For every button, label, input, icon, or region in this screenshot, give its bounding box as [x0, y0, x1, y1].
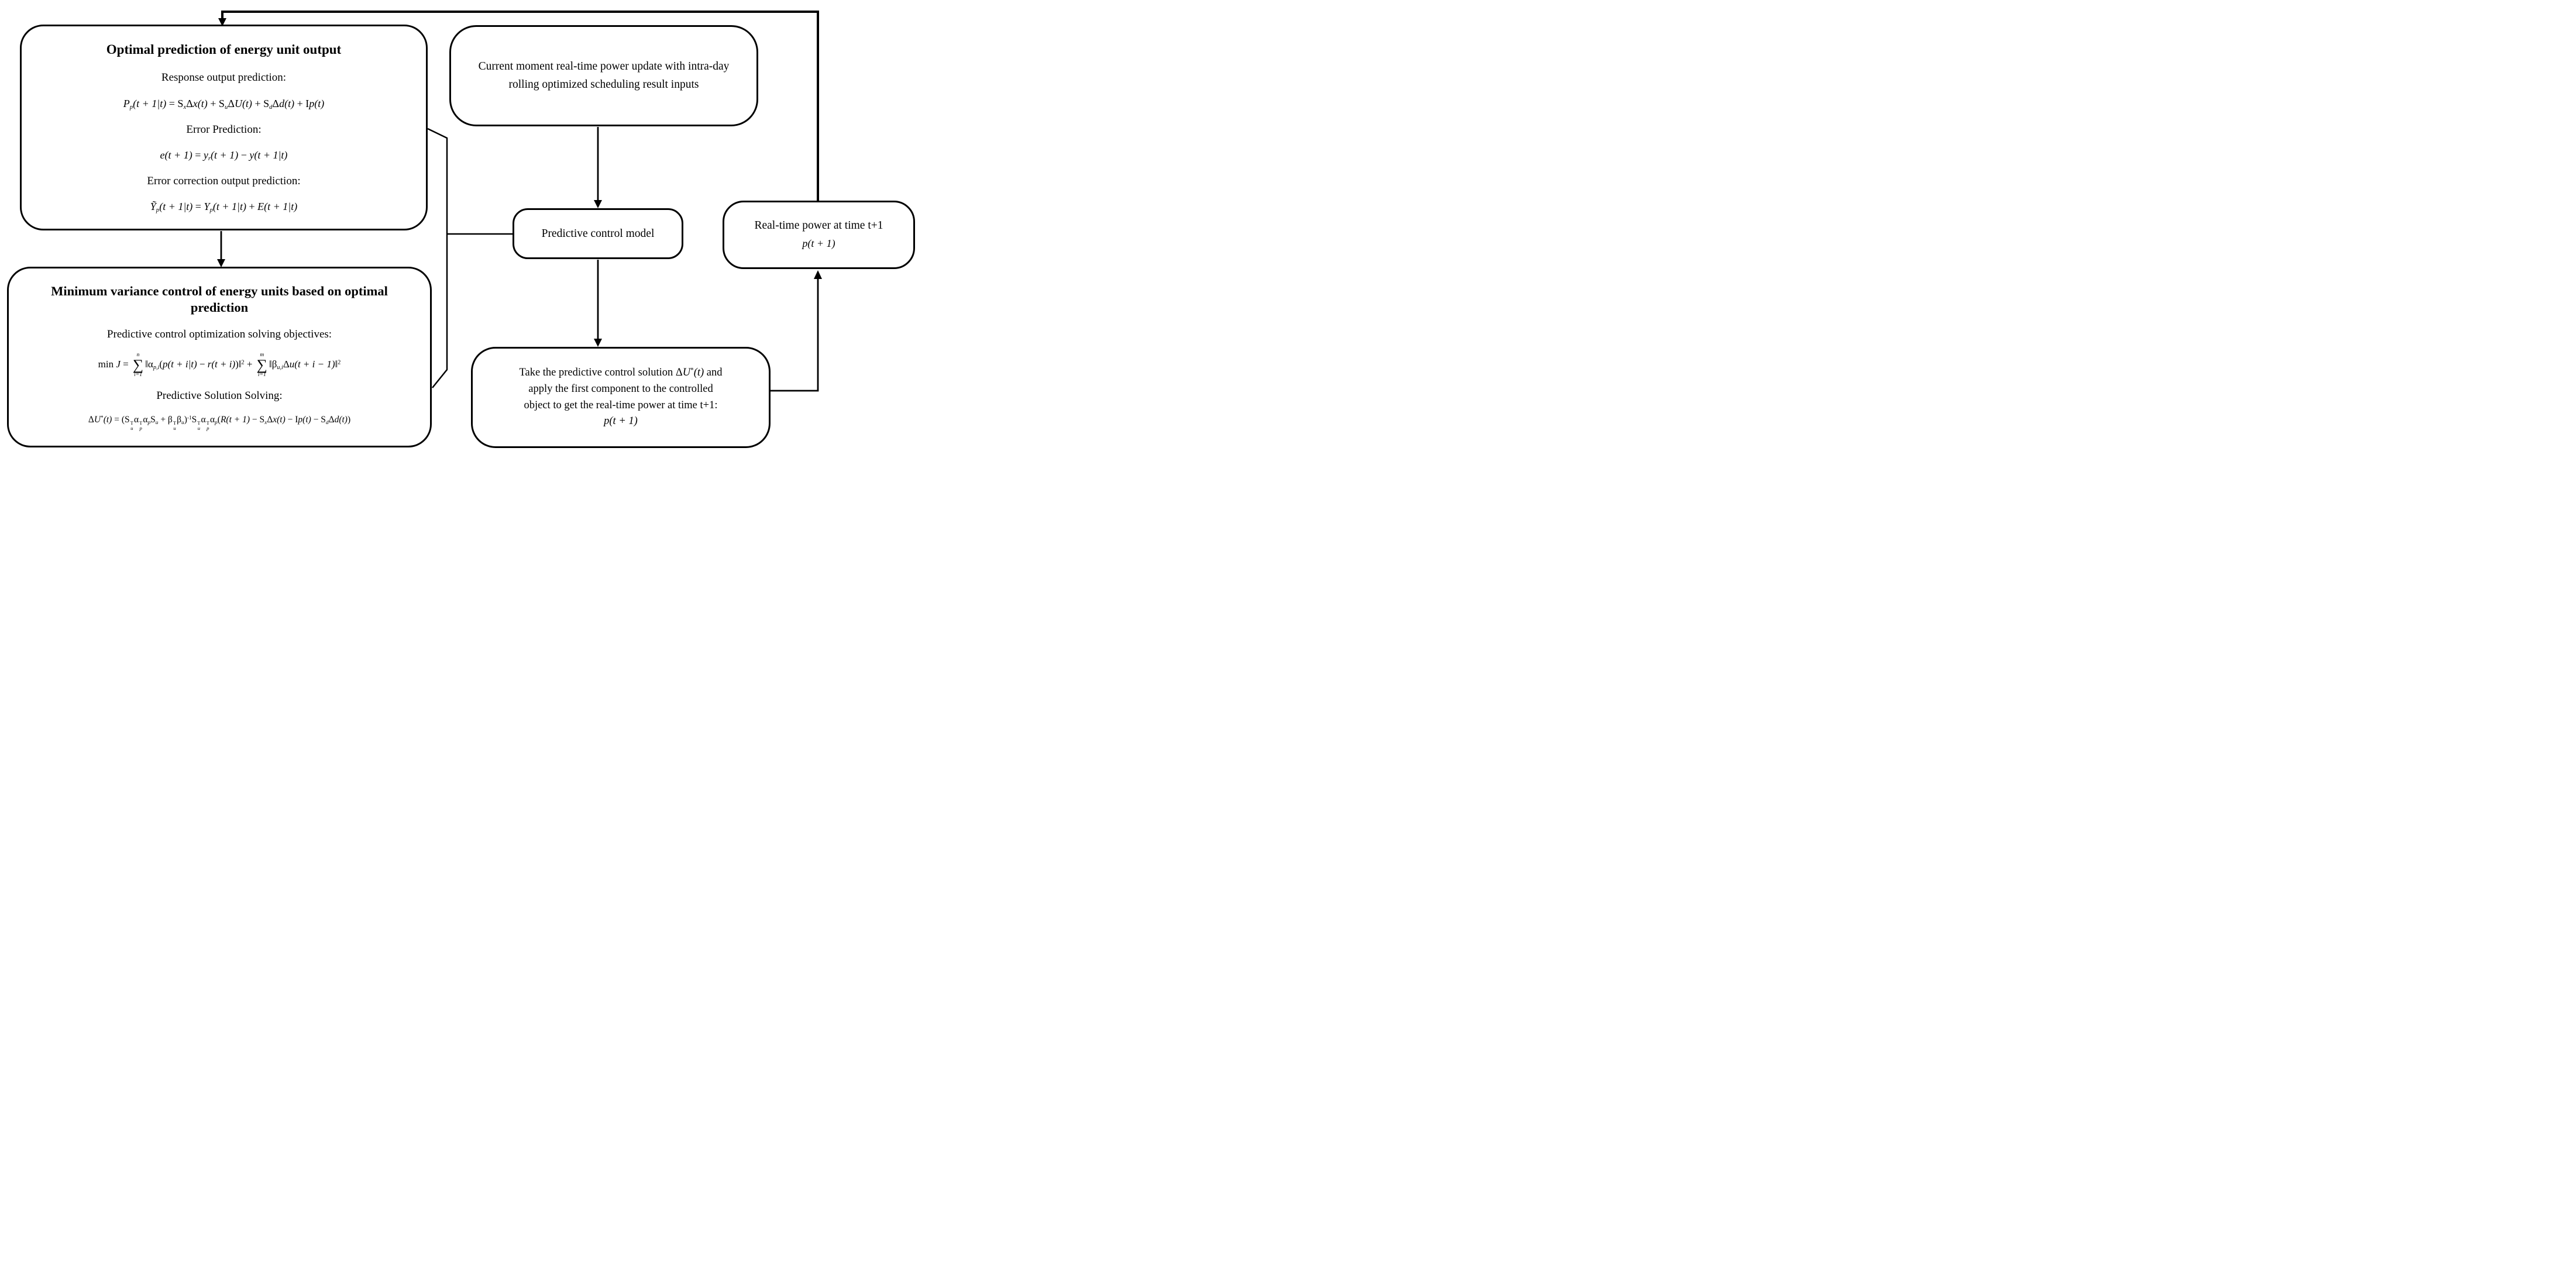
predictive-control-model-label: Predictive control model: [541, 227, 655, 240]
apply-solution-text: Take the predictive control solution ΔU*…: [519, 366, 723, 428]
minimum-variance-title: Minimum variance control of energy units…: [51, 283, 388, 315]
optimal-prediction-title: Optimal prediction of energy unit output: [106, 42, 342, 57]
arrowhead-into-minvar-box: [217, 259, 225, 267]
realtime-power-formula: p(t + 1): [802, 237, 835, 250]
power-update-box: Current moment real-time power update wi…: [449, 25, 758, 126]
flowchart-canvas: Optimal prediction of energy unit output…: [0, 0, 917, 453]
solution-solving-label: Predictive Solution Solving:: [156, 390, 283, 402]
power-update-text: Current moment real-time power update wi…: [478, 60, 730, 91]
error-correction-formula: Ỹp(t + 1|t) = Yp(t + 1|t) + E(t + 1|t): [150, 201, 298, 214]
minimum-variance-box: Minimum variance control of energy units…: [7, 267, 432, 447]
connector-apply-to-realtime: [771, 270, 822, 392]
response-output-label: Response output prediction:: [161, 71, 287, 84]
realtime-power-title: Real-time power at time t+1: [754, 219, 883, 232]
arrowhead-into-apply-box: [594, 339, 602, 347]
optimal-prediction-box: Optimal prediction of energy unit output…: [20, 25, 428, 230]
apply-solution-box: Take the predictive control solution ΔU*…: [471, 347, 771, 448]
arrow-update-to-model: [594, 127, 602, 208]
arrowhead-into-model-box: [594, 200, 602, 208]
error-prediction-formula: e(t + 1) = yr(t + 1) − y(t + 1|t): [160, 149, 288, 163]
arrow-model-to-apply: [594, 260, 602, 347]
response-output-formula: Pp(t + 1|t) = SxΔx(t) + SuΔU(t) + SdΔd(t…: [123, 97, 325, 111]
error-prediction-label: Error Prediction:: [186, 123, 262, 136]
error-correction-label: Error correction output prediction:: [147, 174, 301, 187]
arrowhead-into-realtime-box: [814, 270, 822, 279]
realtime-power-box: Real-time power at time t+1 p(t + 1): [723, 201, 915, 269]
objective-function-formula: min J = n∑i=1‖αp,i(p(t + i|t) − r(t + i)…: [98, 352, 341, 378]
arrow-optimal-to-minvar: [217, 231, 225, 267]
optimization-objectives-label: Predictive control optimization solving …: [106, 328, 332, 340]
predictive-control-model-box: Predictive control model: [513, 208, 683, 259]
